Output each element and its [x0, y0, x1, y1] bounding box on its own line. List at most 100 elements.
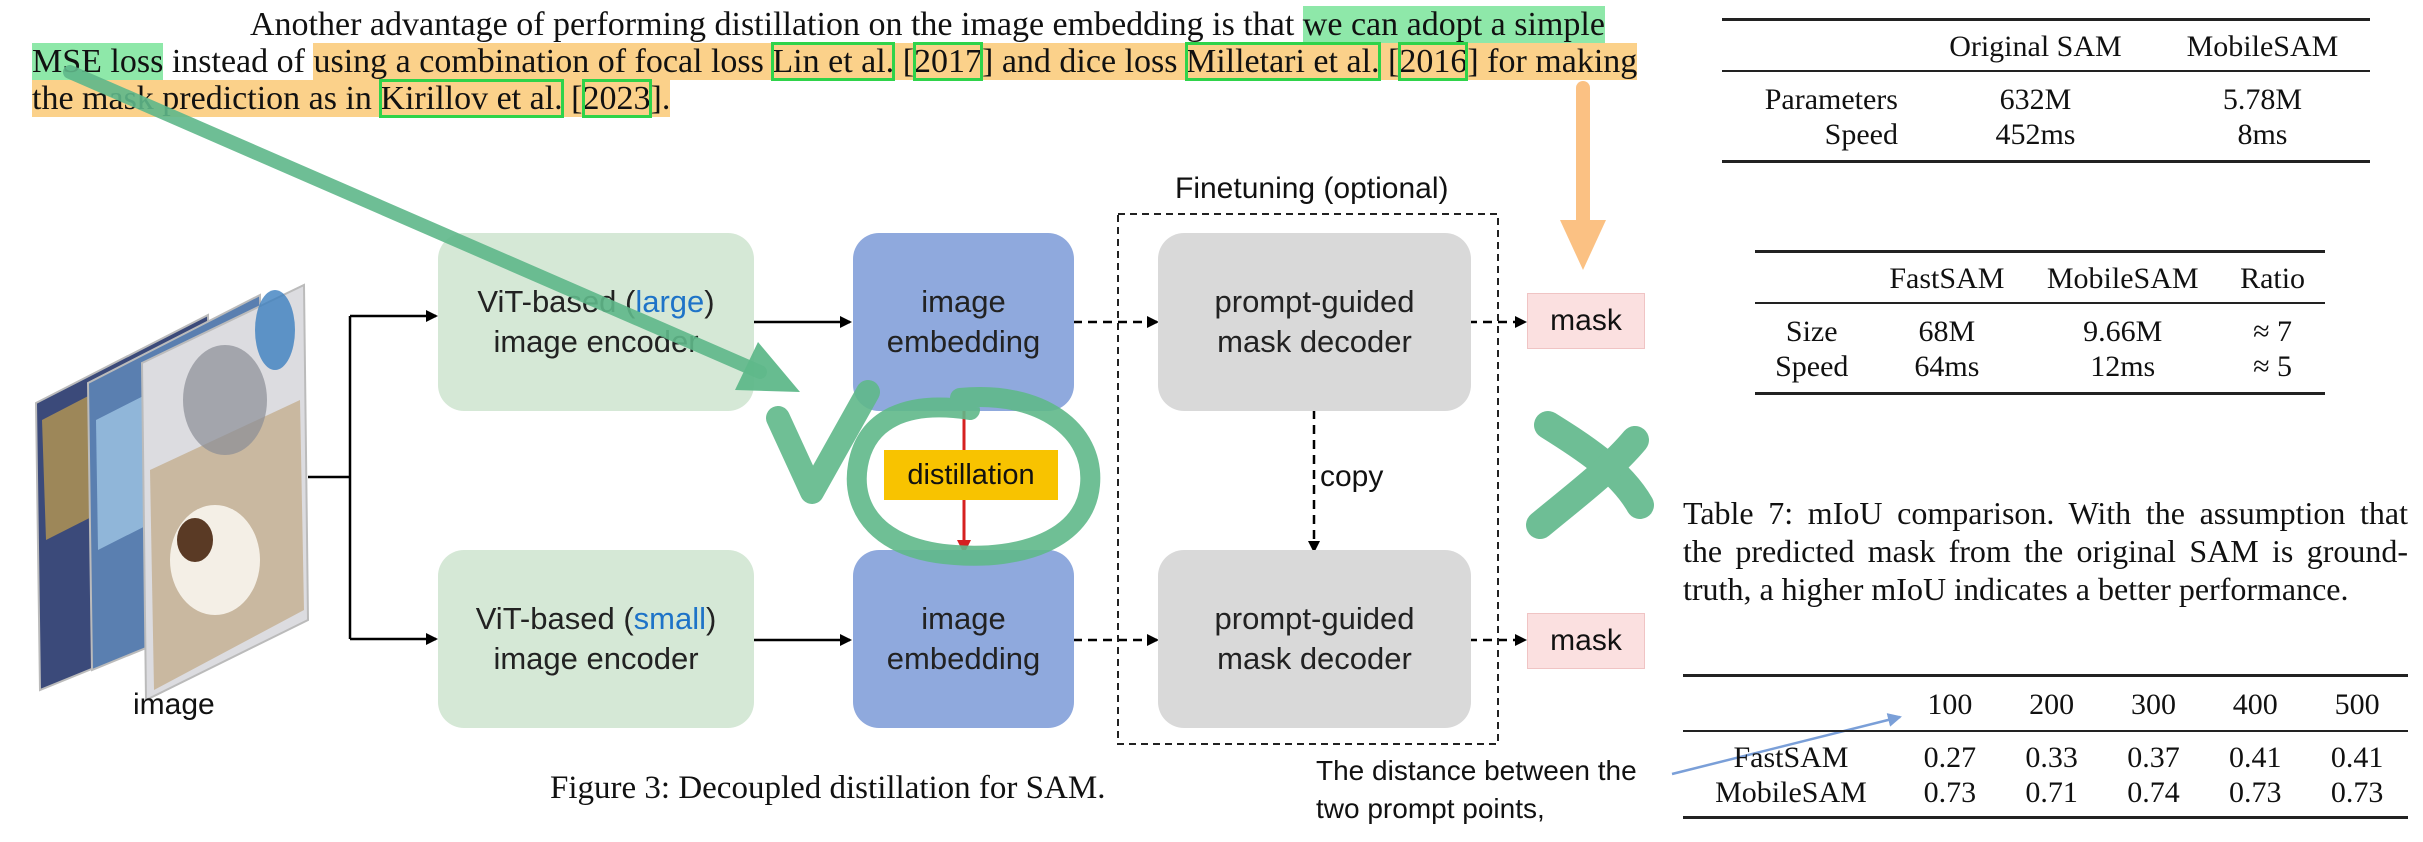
decoder-bottom-box: prompt-guided mask decoder [1158, 550, 1471, 728]
table-cell: 632M [1999, 83, 2072, 116]
table-cell: 0.33 [2025, 741, 2078, 774]
encoder-size-label: large [635, 284, 705, 319]
table-header-cell: FastSAM [1889, 262, 2005, 295]
table-cell: 0.73 [1923, 776, 1977, 809]
table-cell: ≈ 5 [2253, 350, 2293, 383]
paragraph-text: [ [1379, 43, 1400, 80]
embedding-label: image [921, 601, 1006, 636]
table-cell: FastSAM [1733, 741, 1849, 774]
paragraph-text: ] and dice loss [982, 43, 1186, 80]
decoder-label: prompt-guided [1214, 284, 1415, 319]
paragraph-line-2: MSE loss instead of using a combination … [32, 42, 1654, 81]
table7-caption: Table 7: mIoU comparison. With the assum… [1683, 495, 2408, 607]
paragraph: Another advantage of performing distilla… [32, 6, 1654, 118]
note-arrow [1671, 713, 1902, 776]
mask-bottom: mask [1527, 613, 1645, 669]
copy-label: copy [1320, 460, 1384, 493]
paragraph-text: ]. [650, 80, 671, 117]
citation-link[interactable]: 2016 [1398, 42, 1469, 81]
table-cell: Speed [1775, 350, 1849, 383]
table-row: MobileSAM 0.73 0.71 0.74 0.73 0.73 [1683, 775, 2408, 818]
paragraph-text: [ [562, 80, 583, 117]
encoder-label: image encoder [493, 641, 699, 676]
cross-mark-icon [1526, 411, 1654, 539]
table-cell: Speed [1824, 118, 1898, 151]
finetuning-region [1117, 213, 1499, 745]
distillation-label: distillation [884, 450, 1058, 500]
citation-link[interactable]: 2017 [913, 42, 984, 81]
table-cell: 64ms [1914, 350, 1980, 383]
table-header-cell [1722, 20, 1916, 72]
table-header-cell: 400 [2232, 688, 2278, 721]
table-header-cell [1755, 252, 1868, 304]
table-header-cell: 500 [2334, 688, 2380, 721]
orange-arrow-annotation [1560, 81, 1606, 270]
encoder-size-label: small [633, 601, 706, 636]
decoder-label: mask decoder [1217, 641, 1412, 676]
table-header-cell [1683, 676, 1899, 732]
table-sam-comparison: Original SAM MobileSAM Parameters 632M 5… [1722, 18, 2370, 163]
encoder-label: ViT-based ( [475, 601, 634, 636]
citation-link[interactable]: 2023 [581, 79, 652, 118]
table-cell: 8ms [2237, 118, 2288, 151]
encoder-label: ) [705, 601, 717, 636]
table-header-cell: 100 [1927, 688, 1973, 721]
table-header-cell: Original SAM [1949, 30, 2122, 63]
paragraph-text: ] for making [1467, 43, 1638, 80]
table-cell: 12ms [2090, 350, 2156, 383]
paragraph-text: Another advantage of performing distilla… [250, 6, 1303, 43]
table-cell: 9.66M [2083, 315, 2163, 348]
encoder-label: ) [704, 284, 715, 319]
decoder-label: mask decoder [1217, 324, 1412, 359]
table-cell: 0.74 [2127, 776, 2180, 809]
highlight-orange: using a combination of focal loss Lin et… [313, 42, 1638, 81]
paragraph-text: instead of [163, 43, 314, 80]
note-line: two prompt points, [1316, 793, 1545, 824]
table-cell: 0.73 [2330, 776, 2384, 809]
table-cell: 452ms [1995, 118, 2076, 151]
table-cell: 0.41 [2330, 741, 2384, 774]
table-cell: 0.73 [2229, 776, 2282, 809]
finetuning-label: Finetuning (optional) [1175, 172, 1449, 205]
table-cell: 0.37 [2127, 741, 2180, 774]
green-arrow-annotation [63, 65, 800, 392]
table-row: Speed 64ms 12ms ≈ 5 [1755, 349, 2325, 394]
table-header-cell: MobileSAM [2186, 30, 2339, 63]
mask-top: mask [1527, 293, 1645, 349]
table-header-cell: 200 [2029, 688, 2075, 721]
annotation-note: The distance between the two prompt poin… [1316, 752, 1637, 828]
highlight-green: MSE loss [32, 43, 164, 80]
table-row: FastSAM 0.27 0.33 0.37 0.41 0.41 [1683, 731, 2408, 775]
table-row: Parameters 632M 5.78M [1722, 71, 2370, 117]
citation-link[interactable]: Lin et al. [771, 42, 896, 81]
table-cell: 0.27 [1923, 741, 1977, 774]
citation-link[interactable]: Milletari et al. [1184, 42, 1381, 81]
table-header-cell: 300 [2130, 688, 2176, 721]
circle-annotation [846, 387, 1101, 566]
image-label: image [133, 688, 215, 721]
image-stack-icon [34, 283, 310, 702]
table-header-cell: MobileSAM [2046, 262, 2199, 295]
table-fastsam-comparison: FastSAM MobileSAM Ratio Size 68M 9.66M ≈… [1755, 250, 2325, 395]
paragraph-line-1: Another advantage of performing distilla… [32, 6, 1654, 43]
table-cell: MobileSAM [1715, 776, 1867, 809]
embedding-label: image [921, 284, 1006, 319]
paragraph-text: using a combination of focal loss [313, 43, 773, 80]
checkmark-icon [766, 380, 880, 504]
highlight-green: we can adopt a simple [1302, 6, 1605, 43]
figure-caption: Figure 3: Decoupled distillation for SAM… [550, 770, 1106, 806]
table-cell: Parameters [1764, 83, 1898, 116]
table-header-cell: Ratio [2240, 262, 2306, 295]
table-cell: 68M [1918, 315, 1976, 348]
table-miou: 100 200 300 400 500 FastSAM 0.27 0.33 0.… [1683, 674, 2408, 819]
paragraph-text: [ [894, 43, 915, 80]
embedding-label: embedding [886, 641, 1041, 676]
encoder-small-box: ViT-based (small)image encoder [438, 550, 754, 728]
table-cell: ≈ 7 [2253, 315, 2293, 348]
citation-link[interactable]: Kirillov et al. [379, 79, 564, 118]
table-row: Speed 452ms 8ms [1722, 117, 2370, 162]
decoder-label: prompt-guided [1214, 601, 1415, 636]
embedding-label: embedding [886, 324, 1041, 359]
